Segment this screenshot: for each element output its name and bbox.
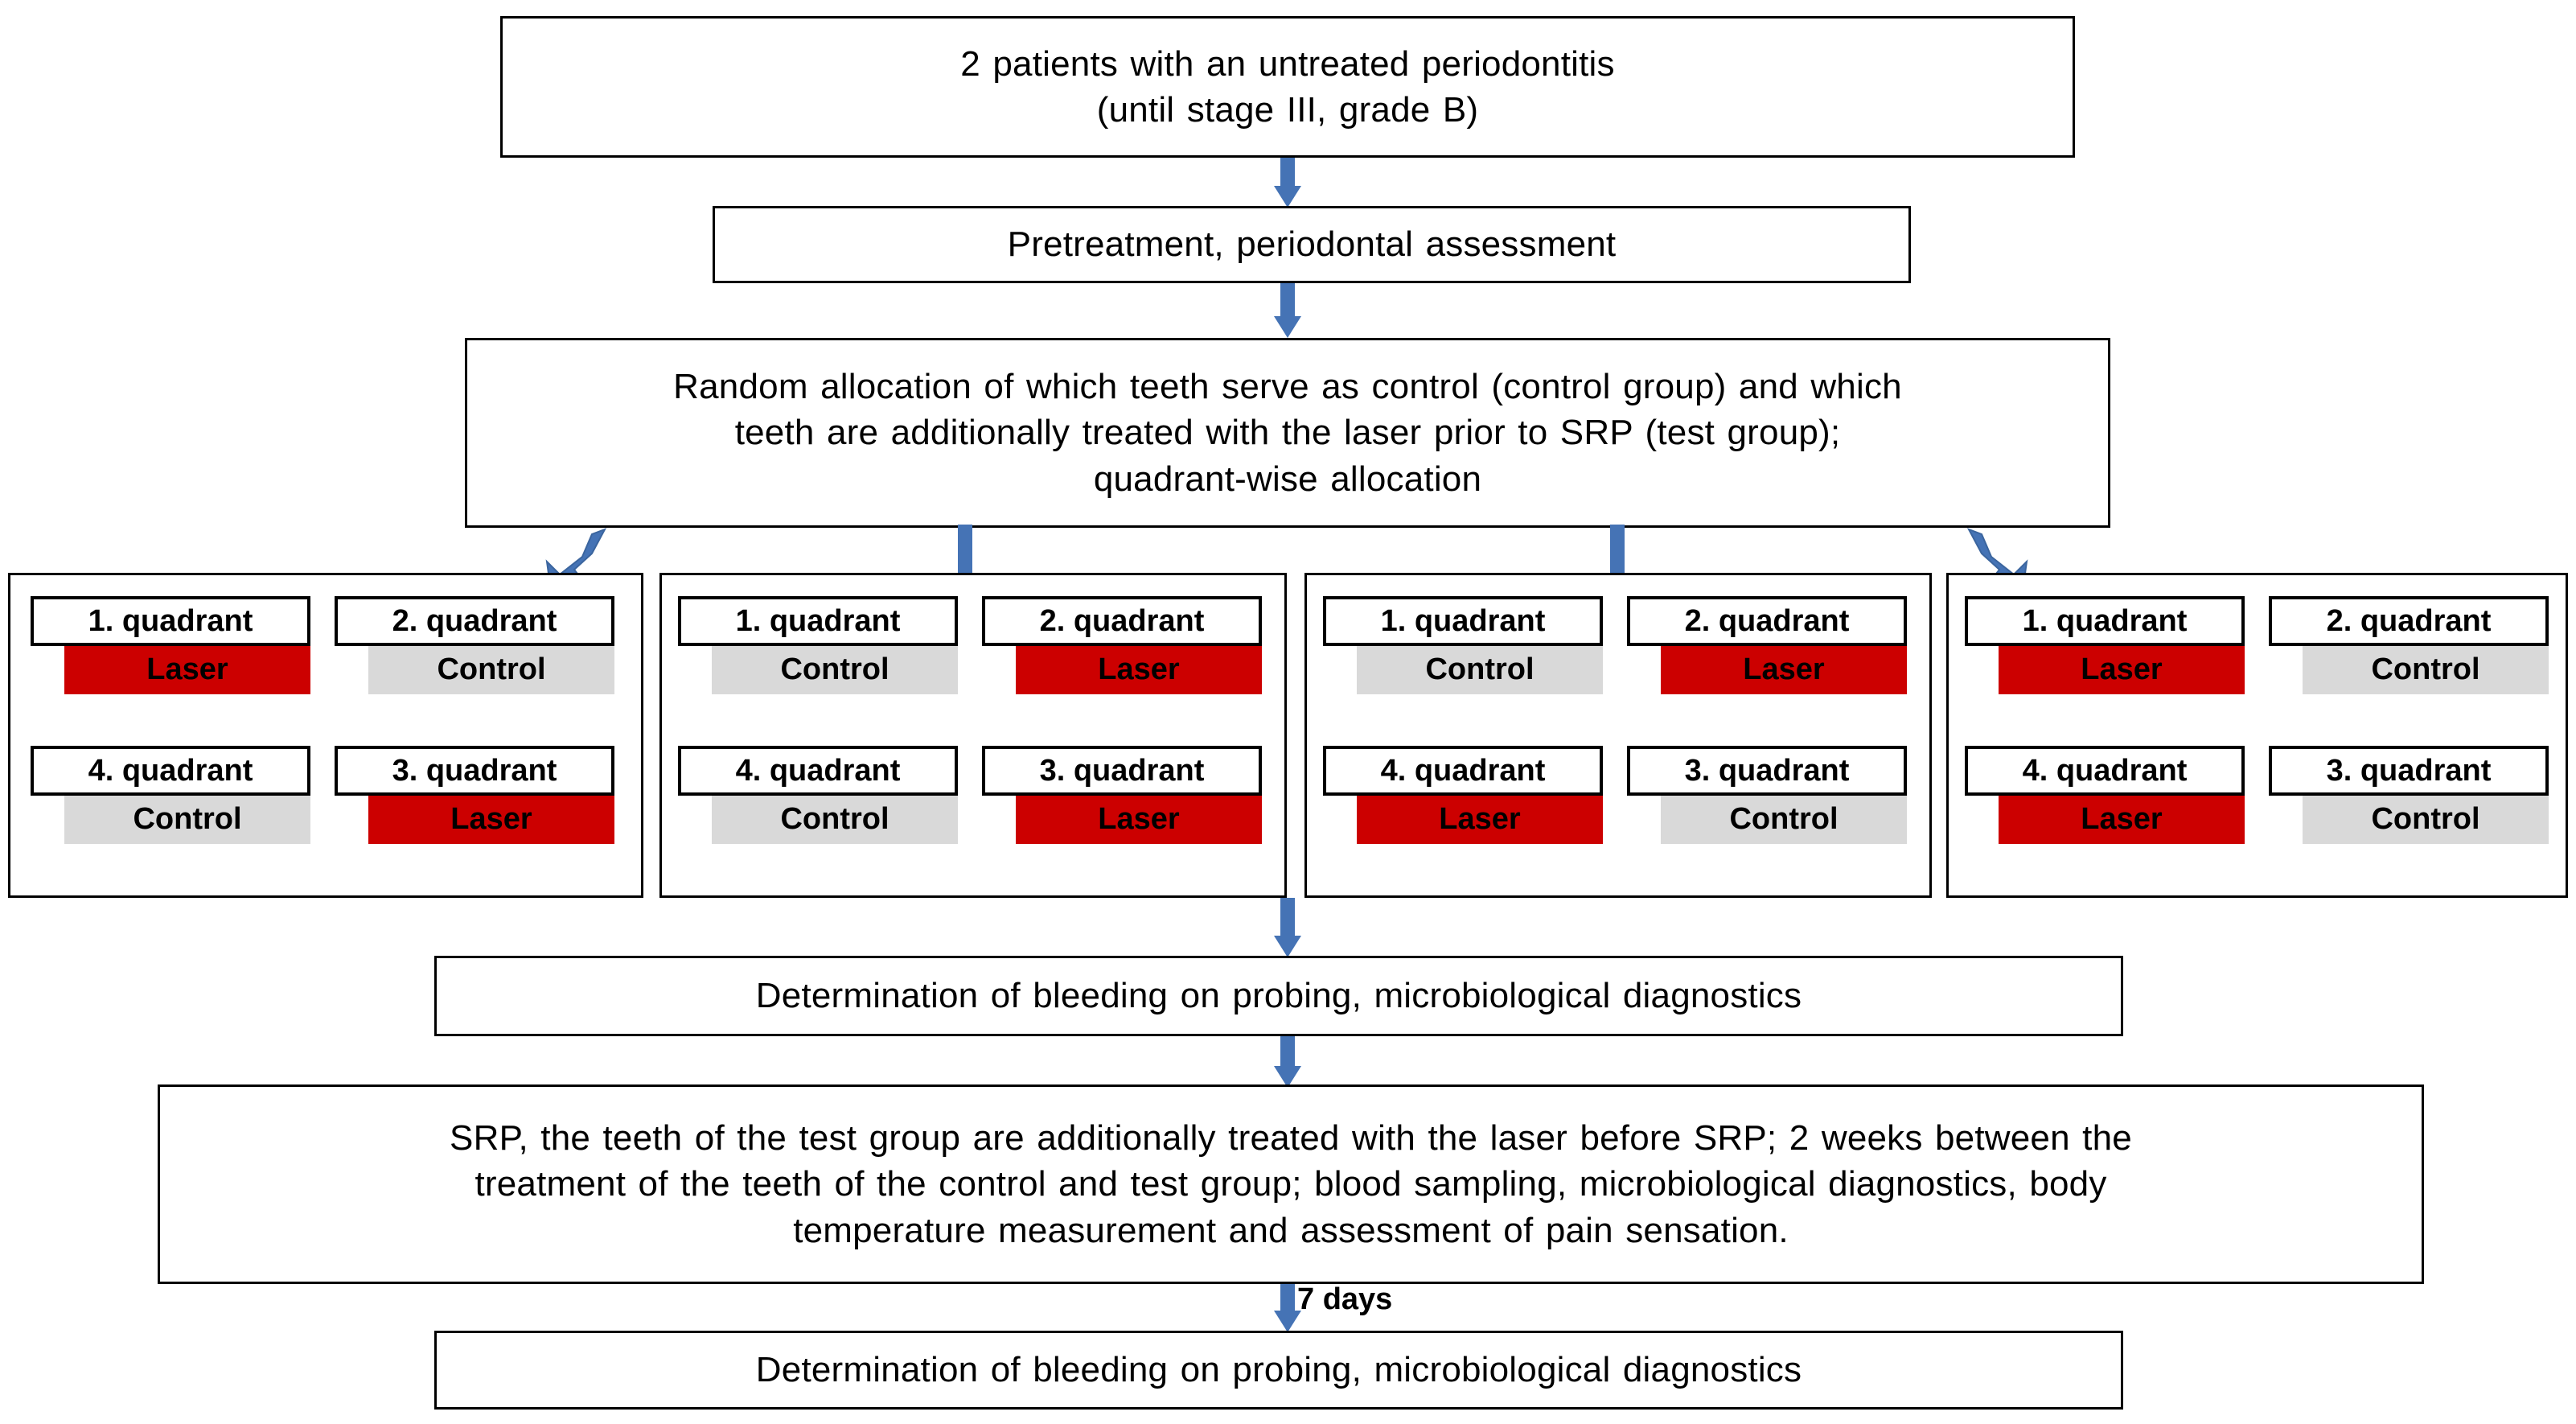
quadrant-cell-3: 3. quadrant Control <box>1627 746 1907 844</box>
quadrant-assignment-chip: Control <box>1357 644 1603 694</box>
arrow-shaft <box>1280 158 1295 187</box>
step-randomization-text: Random allocation of which teeth serve a… <box>467 364 2108 502</box>
quadrant-cell-3: 3. quadrant Laser <box>982 746 1262 844</box>
step-randomization-line3: quadrant-wise allocation <box>1093 459 1482 499</box>
quadrant-assignment-chip: Laser <box>1661 644 1907 694</box>
step-pretreatment: Pretreatment, periodontal assessment <box>713 206 1911 283</box>
quadrant-assignment-chip: Control <box>1661 794 1907 844</box>
arrow-srp-to-bop-second <box>1274 1284 1301 1332</box>
arrow-shaft <box>1280 1284 1295 1311</box>
step-bop-first-text: Determination of bleeding on probing, mi… <box>755 976 1802 1016</box>
quadrant-label: 4. quadrant <box>678 746 958 796</box>
arrow-bop-first-to-srp <box>1274 1036 1301 1088</box>
quadrant-cell-2: 2. quadrant Laser <box>1627 596 1907 694</box>
arrow-shaft <box>1280 1036 1295 1067</box>
quadrant-label: 1. quadrant <box>1965 596 2245 646</box>
quadrant-label: 2. quadrant <box>982 596 1262 646</box>
quadrant-label: 1. quadrant <box>678 596 958 646</box>
quadrant-assignment-chip: Control <box>712 794 958 844</box>
arrow-groups-to-bop-first <box>1274 898 1301 957</box>
quadrant-cell-4: 4. quadrant Control <box>678 746 958 844</box>
quadrant-label: 1. quadrant <box>31 596 310 646</box>
quadrant-cell-3: 3. quadrant Laser <box>335 746 614 844</box>
arrow-head <box>1274 1311 1301 1332</box>
arrow-shaft <box>1610 525 1625 578</box>
quadrant-assignment-chip: Laser <box>1999 794 2245 844</box>
arrow-head <box>1274 936 1301 957</box>
arrow-shaft <box>1280 283 1295 317</box>
quadrant-cell-1: 1. quadrant Control <box>1323 596 1603 694</box>
quadrant-cell-4: 4. quadrant Laser <box>1323 746 1603 844</box>
quadrant-label: 3. quadrant <box>1627 746 1907 796</box>
quadrant-assignment-chip: Laser <box>368 794 614 844</box>
arrow-head <box>1274 186 1301 208</box>
interval-label-7-days: 7 days <box>1297 1282 1393 1316</box>
quadrant-cell-1: 1. quadrant Laser <box>1965 596 2245 694</box>
step-bleeding-on-probing-second: Determination of bleeding on probing, mi… <box>434 1331 2123 1410</box>
quadrant-assignment-chip: Control <box>64 794 310 844</box>
quadrant-assignment-chip: Control <box>368 644 614 694</box>
step-patients-line2: (until stage III, grade B) <box>1096 90 1479 130</box>
allocation-group-1: 1. quadrant Laser 2. quadrant Control 4.… <box>8 573 643 898</box>
quadrant-label: 1. quadrant <box>1323 596 1603 646</box>
quadrant-cell-2: 2. quadrant Control <box>335 596 614 694</box>
step-srp-line1: SRP, the teeth of the test group are add… <box>450 1118 2132 1159</box>
quadrant-cell-1: 1. quadrant Control <box>678 596 958 694</box>
step-randomization: Random allocation of which teeth serve a… <box>465 338 2110 528</box>
quadrant-label: 2. quadrant <box>1627 596 1907 646</box>
arrow-patients-to-pretreatment <box>1274 158 1301 208</box>
quadrant-label: 3. quadrant <box>982 746 1262 796</box>
quadrant-label: 4. quadrant <box>1965 746 2245 796</box>
arrow-head <box>1274 316 1301 338</box>
quadrant-cell-4: 4. quadrant Laser <box>1965 746 2245 844</box>
quadrant-cell-4: 4. quadrant Control <box>31 746 310 844</box>
arrow-pretreatment-to-randomization <box>1274 283 1301 338</box>
quadrant-assignment-chip: Laser <box>1999 644 2245 694</box>
step-srp-treatment: SRP, the teeth of the test group are add… <box>158 1084 2424 1284</box>
quadrant-label: 2. quadrant <box>335 596 614 646</box>
quadrant-cell-1: 1. quadrant Laser <box>31 596 310 694</box>
step-patients: 2 patients with an untreated periodontit… <box>500 16 2075 158</box>
step-srp-text: SRP, the teeth of the test group are add… <box>160 1115 2422 1253</box>
step-patients-text: 2 patients with an untreated periodontit… <box>503 41 2073 133</box>
step-pretreatment-text: Pretreatment, periodontal assessment <box>1007 224 1617 265</box>
arrow-shaft <box>1280 898 1295 936</box>
quadrant-assignment-chip: Control <box>712 644 958 694</box>
step-patients-line1: 2 patients with an untreated periodontit… <box>960 43 1615 84</box>
quadrant-assignment-chip: Laser <box>1016 794 1262 844</box>
step-srp-line2: treatment of the teeth of the control an… <box>475 1164 2107 1204</box>
arrow-head <box>1274 1066 1301 1088</box>
quadrant-label: 4. quadrant <box>31 746 310 796</box>
quadrant-cell-3: 3. quadrant Control <box>2269 746 2549 844</box>
quadrant-assignment-chip: Control <box>2303 794 2549 844</box>
step-randomization-line2: teeth are additionally treated with the … <box>734 413 1841 453</box>
quadrant-cell-2: 2. quadrant Control <box>2269 596 2549 694</box>
allocation-group-3: 1. quadrant Control 2. quadrant Laser 4.… <box>1304 573 1932 898</box>
step-randomization-line1: Random allocation of which teeth serve a… <box>673 367 1902 407</box>
step-bleeding-on-probing-first: Determination of bleeding on probing, mi… <box>434 956 2123 1036</box>
allocation-group-2: 1. quadrant Control 2. quadrant Laser 4.… <box>659 573 1287 898</box>
step-srp-line3: temperature measurement and assessment o… <box>793 1210 1789 1250</box>
quadrant-label: 2. quadrant <box>2269 596 2549 646</box>
allocation-group-4: 1. quadrant Laser 2. quadrant Control 4.… <box>1946 573 2568 898</box>
quadrant-assignment-chip: Laser <box>1357 794 1603 844</box>
quadrant-assignment-chip: Laser <box>64 644 310 694</box>
quadrant-label: 3. quadrant <box>2269 746 2549 796</box>
quadrant-label: 3. quadrant <box>335 746 614 796</box>
quadrant-assignment-chip: Control <box>2303 644 2549 694</box>
arrow-shaft <box>958 525 972 578</box>
quadrant-cell-2: 2. quadrant Laser <box>982 596 1262 694</box>
quadrant-label: 4. quadrant <box>1323 746 1603 796</box>
quadrant-assignment-chip: Laser <box>1016 644 1262 694</box>
step-bop-second-text: Determination of bleeding on probing, mi… <box>755 1350 1802 1390</box>
